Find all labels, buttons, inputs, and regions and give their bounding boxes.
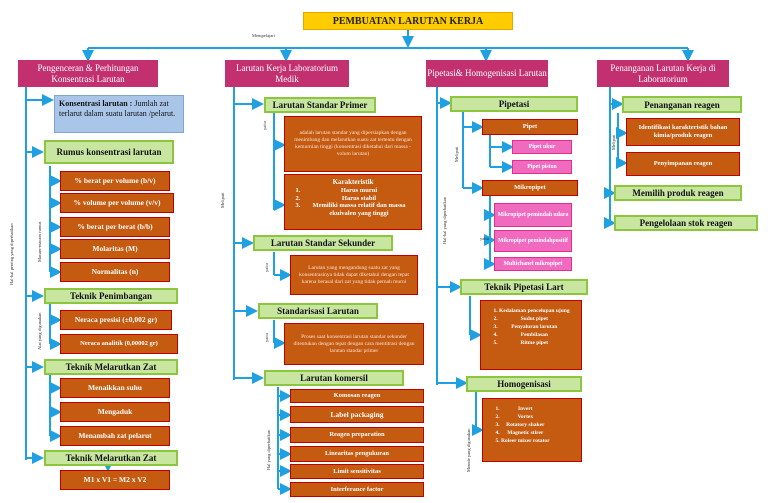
pipet-ukur: Pipet ukur [512, 140, 572, 154]
identifikasi-karakteristik: Identifikasi karakteristik bahan kimia/p… [626, 118, 740, 146]
standarisasi-link-label: yaitu [264, 333, 269, 342]
penyimpanan-reagen: Penyimpanan reagen [626, 152, 740, 176]
rumus-item-vv: % volume per volume (v/v) [60, 193, 174, 213]
mikropipet-pemindahpositif: Mikropipet pemindahpositif [494, 230, 572, 252]
rumus-item-bv: % berat per volume (b/v) [60, 171, 170, 191]
karakteristik-item: Harus stabil [302, 195, 416, 203]
standarisasi-definition: Proses saat konsentrasi larutan standar … [284, 323, 424, 365]
penanganan-link-label: Meliputi [611, 134, 616, 151]
homogenisasi-list-box: Invert Vortex Rotatory shaker Magnetic s… [482, 398, 582, 462]
menaikkan-suhu: Menaikkan suhu [60, 378, 170, 398]
sekunder-link-label: yaitu [264, 263, 269, 272]
karakteristik-item: Memiliki massa relatif dan massa ekuival… [302, 202, 416, 217]
karakteristik-item: Harus murni [302, 187, 416, 195]
reagen-preparation: Reagen preparation [290, 427, 424, 443]
karakteristik-box: Karakteristik Harus murni Harus stabil M… [284, 174, 422, 230]
homogenisasi-list: Invert Vortex Rotatory shaker Magnetic s… [487, 405, 550, 445]
primer-link-label: yaitu [262, 121, 267, 130]
diagram-title: PEMBUATAN LARUTAN KERJA [303, 12, 513, 30]
mengaduk: Mengaduk [60, 402, 170, 422]
larutan-standar-sekunder: Larutan Standar Sekunder [253, 235, 393, 251]
standarisasi-larutan: Standarisasi Larutan [258, 303, 378, 319]
teknik-pipetasi-item: Penyaluran larutan [499, 323, 570, 331]
larutan-standar-primer: Larutan Standar Primer [264, 97, 376, 113]
homogenisasi-item: Magnetic stirer [501, 429, 550, 437]
rumus-item-normalitas: Normalitas (n) [60, 262, 170, 282]
rumus-link-label: Macam-macam rumus [37, 221, 42, 262]
interferance-factor: Interferance factor [290, 482, 424, 497]
menambah-zat-pelarut: Menambah zat pelarut [60, 426, 170, 446]
penimbangan-link-label: Alat yang digunakan [37, 312, 42, 351]
teknik-melarutkan-box-2: Teknik Melarutkan Zat [44, 450, 178, 466]
mikropipet-link-label: yaitu [480, 236, 489, 241]
rumus-item-bb: % berat per berat (b/b) [60, 217, 170, 237]
konsentrasi-term: Konsentrasi larutan : [59, 99, 133, 108]
teknik-penimbangan-box: Teknik Penimbangan [44, 288, 178, 304]
label-packaging: Label packaging [290, 406, 424, 423]
rumus-item-molaritas: Molaritas (M) [60, 239, 170, 259]
karakteristik-title: Karakteristik [332, 178, 374, 186]
linearitas-pengukuran: Linearitas pengukuran [290, 446, 424, 462]
rumus-konsentrasi-box: Rumus konsentrasi larutan [44, 140, 174, 164]
teknik-pipetasi-box: Teknik Pipetasi Lart [460, 279, 588, 295]
pipet-piston: Pipet piston [512, 160, 572, 174]
teknik-pipetasi-item: Sudut pipet [499, 315, 570, 323]
col3-header: Pipetasi& Homogenisasi Larutan [426, 60, 548, 87]
penanganan-reagen-box: Penanganan reagen [622, 96, 742, 113]
homogenisasi-item: Rotatory shaker [501, 421, 550, 429]
mikropipet-box: Mikropipet [482, 180, 578, 196]
limit-sensitivitas: Limit sensitivitas [290, 464, 424, 479]
teknik-pipetasi-item: Kedalaman pencelupan ujung [499, 307, 570, 315]
dilution-formula: M1 x V1 = M2 x V2 [60, 470, 170, 490]
komosan-reagen: Komosan reagen [290, 389, 424, 403]
teknik-pipetasi-item: Pembilasan [499, 331, 570, 339]
neraca-analitik: Neraca analitik (0,00002 gr) [60, 334, 178, 354]
karakteristik-list: Harus murni Harus stabil Memiliki massa … [290, 187, 416, 217]
teknik-pipetasi-item: Ritme pipet [499, 339, 570, 347]
homogenisasi-item: Vortex [501, 413, 550, 421]
primer-definition: adalah larutan standar yang dipersiapkan… [284, 116, 422, 172]
sekunder-definition: Larutan yang mengandung suatu zat yang k… [290, 255, 418, 295]
mikropipet-pemindah-udara: Mikropipet pemindah udara [494, 203, 572, 227]
teknik-melarutkan-box: Teknik Melarutkan Zat [44, 359, 178, 375]
homogenisasi-link-label: Metode yang digunakan [466, 428, 471, 473]
pipetasi-link-label: Meliputi [454, 146, 459, 163]
col3-side-label: Hal-hal yang diperhatikan [442, 197, 447, 244]
col1-side-label: Hal-hal penting yang diperhatikan [9, 223, 14, 285]
col2-side-label: Meliputi [220, 192, 225, 209]
konsentrasi-definition: Konsentrasi larutan : Jumlah zat terlaru… [54, 95, 184, 133]
homogenisasi-item: Roleer mixer rotator [501, 437, 550, 445]
teknik-pipetasi-list: Kedalaman pencelupan ujung Sudut pipet P… [485, 307, 570, 347]
pipet-box: Pipet [482, 119, 578, 135]
teknik-pipetasi-list-box: Kedalaman pencelupan ujung Sudut pipet P… [480, 300, 582, 370]
neraca-presisi: Neraca presisi (±0,002 gr) [60, 310, 172, 330]
larutan-komersil: Larutan komersil [264, 370, 404, 386]
col1-header: Pengenceran & Perhitungan Konsentrasi La… [18, 60, 158, 87]
komersil-link-label: Hal yang diperhatikan [266, 430, 271, 470]
konsentrasi-def: Jumlah zat terlarut dalam suatu larutan … [59, 99, 176, 118]
homogenisasi-box: Homogenisasi [466, 376, 582, 392]
homogenisasi-item: Invert [501, 405, 550, 413]
multichanel-mikropipet: Multichanel mikropipet [494, 257, 572, 271]
memilih-produk-reagen: Memilih produk reagen [614, 185, 742, 201]
col4-header: Penanganan Larutan Kerja di Laboratorium [597, 60, 729, 87]
top-link-label: Mempelajari [252, 33, 275, 38]
col2-header: Larutan Kerja Laboratorium Medik [225, 60, 349, 87]
pengelolaan-stok-reagen: Pengelolaan stok reagen [614, 215, 758, 231]
pipetasi-box: Pipetasi [450, 96, 578, 112]
